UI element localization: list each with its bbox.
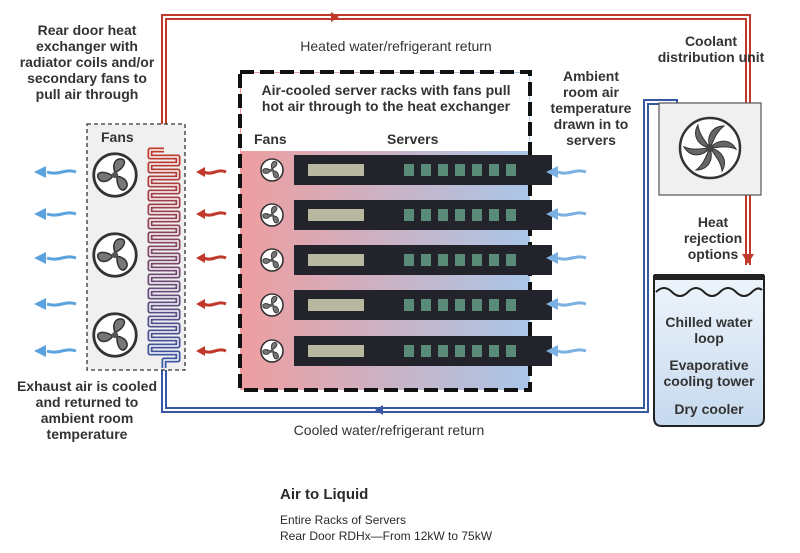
ambient-label: Ambient room air temperature drawn in to… bbox=[550, 68, 632, 148]
fan-icon bbox=[260, 339, 284, 363]
server-unit-icon bbox=[294, 155, 552, 185]
arrow-icon bbox=[32, 206, 78, 222]
server-row bbox=[260, 245, 552, 275]
arrow-icon bbox=[32, 296, 78, 312]
option-dry-cooler: Dry cooler bbox=[674, 401, 744, 417]
rack-fans-label: Fans bbox=[254, 131, 287, 147]
fan-icon bbox=[260, 158, 284, 182]
server-row bbox=[260, 290, 552, 320]
server-unit-icon bbox=[294, 245, 552, 275]
heat-rejection-label: Heat rejection options bbox=[683, 214, 743, 262]
option-evaporative: Evaporative cooling tower bbox=[663, 357, 755, 389]
server-row bbox=[260, 155, 552, 185]
server-row bbox=[260, 200, 552, 230]
arrow-icon bbox=[32, 164, 78, 180]
heated-return-label: Heated water/refrigerant return bbox=[300, 38, 492, 54]
fan-icon bbox=[260, 203, 284, 227]
option-chilled-water: Chilled water loop bbox=[665, 314, 753, 346]
arrow-icon bbox=[32, 343, 78, 359]
servers-label: Servers bbox=[387, 131, 439, 147]
rear-door-label: Rear door heat exchanger with radiator c… bbox=[19, 22, 155, 102]
arrow-icon bbox=[194, 165, 228, 179]
footer-line1: Entire Racks of Servers bbox=[280, 513, 407, 527]
arrow-icon bbox=[32, 250, 78, 266]
server-unit-icon bbox=[294, 290, 552, 320]
heat-rejection-tank bbox=[653, 275, 765, 427]
exhaust-label: Exhaust air is cooled and returned to am… bbox=[16, 378, 158, 442]
cooled-return-label: Cooled water/refrigerant return bbox=[293, 422, 485, 438]
pump-icon bbox=[678, 116, 742, 180]
rack-title: Air-cooled server racks with fans pull h… bbox=[261, 82, 511, 114]
fan-icon bbox=[92, 152, 138, 198]
fan-icon bbox=[92, 232, 138, 278]
arrow-icon bbox=[194, 207, 228, 221]
fan-icon bbox=[92, 312, 138, 358]
arrow-icon bbox=[194, 344, 228, 358]
fan-icon bbox=[260, 293, 284, 317]
server-row bbox=[260, 336, 552, 366]
hx-fans-label: Fans bbox=[101, 129, 134, 145]
footer-title: Air to Liquid bbox=[280, 486, 369, 503]
server-unit-icon bbox=[294, 336, 552, 366]
footer-line2: Rear Door RDHx—From 12kW to 75kW bbox=[280, 529, 493, 543]
fan-icon bbox=[260, 248, 284, 272]
cdu-label: Coolant distribution unit bbox=[657, 33, 765, 65]
arrow-icon bbox=[194, 297, 228, 311]
server-unit-icon bbox=[294, 200, 552, 230]
arrow-icon bbox=[194, 251, 228, 265]
